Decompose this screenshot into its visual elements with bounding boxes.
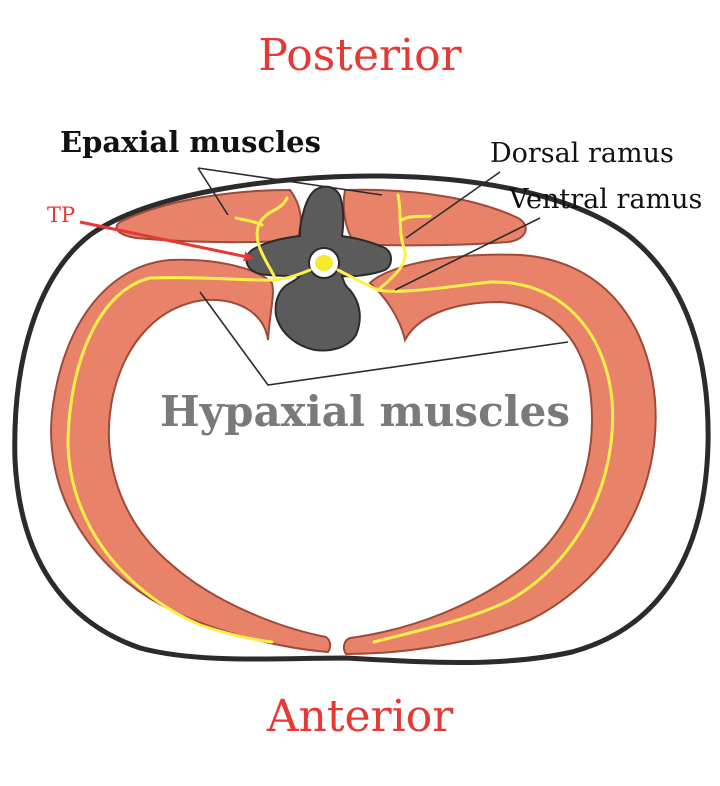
epaxial-leader-left [197,167,229,216]
ventral-ramus-left [66,268,312,644]
hypaxial-muscles-label: Hypaxial muscles [160,387,570,436]
epaxial-muscles-label: Epaxial muscles [60,125,321,159]
tp-label: TP [47,203,76,227]
hypaxial-muscle-left [50,258,332,654]
anterior-label: Anterior [266,691,454,742]
dorsal-ramus-right [376,193,407,292]
ventral-ramus-right [336,268,615,644]
body-outline [12,173,711,665]
dorsal-ramus-leader [405,171,501,239]
ventral-ramus-leader [394,217,541,291]
dorsal-ramus-label: Dorsal ramus [490,138,674,169]
leader-lines [197,167,569,386]
dorsal-ramus-left [255,196,289,282]
nerves [66,193,615,644]
ventral-ramus-label: Ventral ramus [509,184,703,215]
posterior-label: Posterior [258,30,462,81]
hypaxial-leader [199,291,569,386]
tp-arrow [79,220,254,262]
epaxial-leader-right [197,167,383,196]
dorsal-ramus-branch-right [400,214,432,222]
spinal-cord [315,255,333,271]
dorsal-ramus-branch-left [234,216,264,227]
hypaxial-muscle-right [342,253,657,656]
